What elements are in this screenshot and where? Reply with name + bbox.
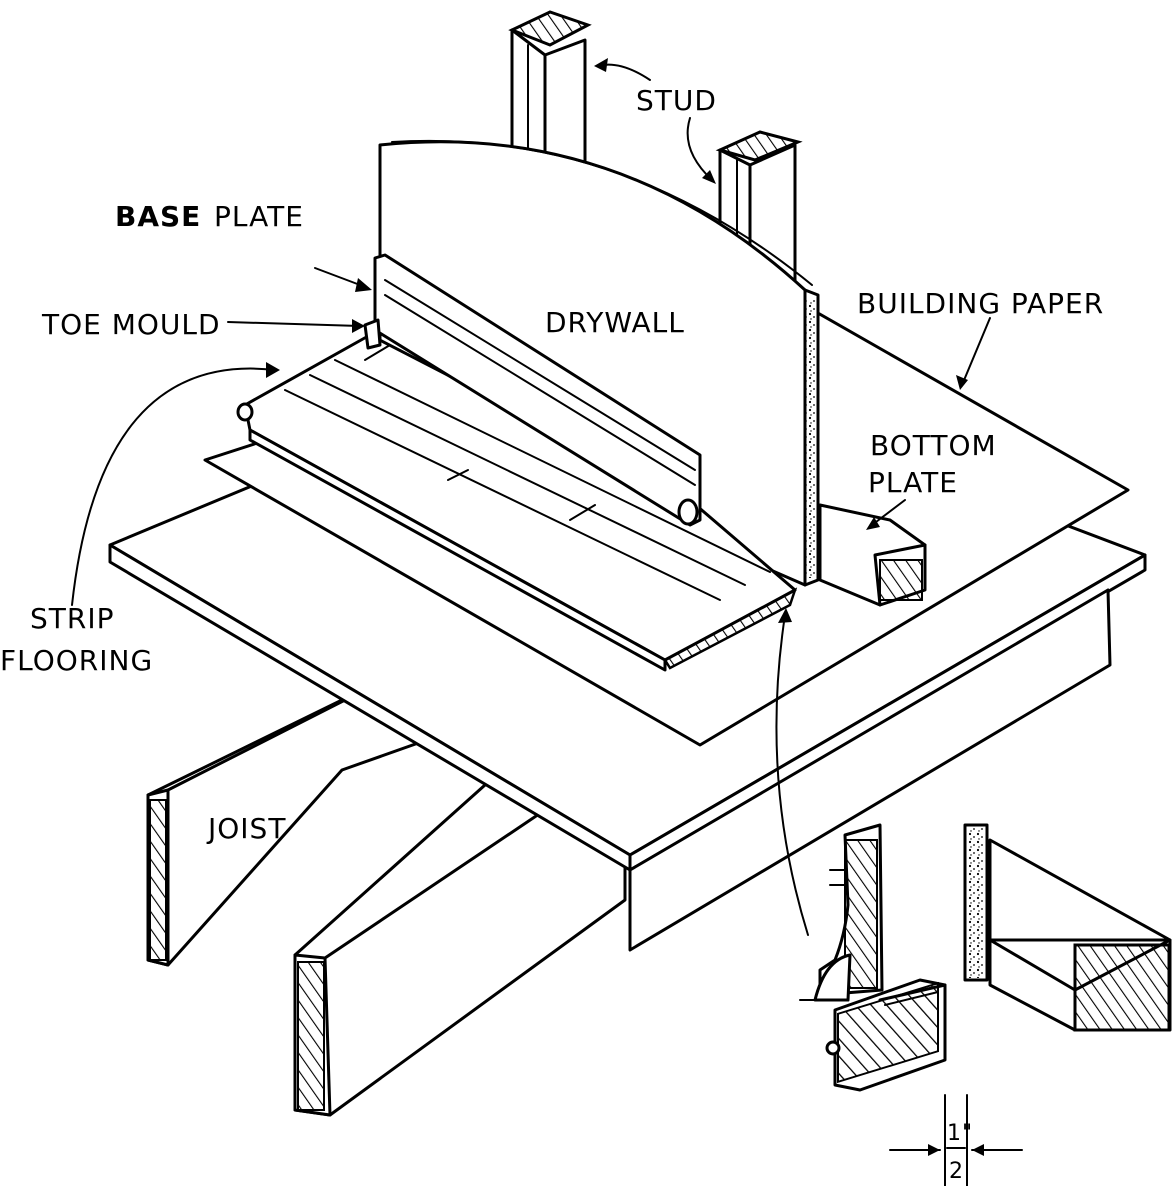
section-detail (799, 823, 1172, 1187)
leader-stud-1 (594, 58, 651, 81)
toe-mould (363, 318, 382, 350)
label-plate: PLATE (214, 200, 304, 233)
strip-flooring (236, 333, 798, 672)
base-plate (373, 253, 702, 527)
label-base: BASE (115, 200, 201, 233)
dimension-numerator: 1" (947, 1121, 973, 1146)
label-joist: JOIST (206, 812, 286, 845)
joist-right (293, 753, 627, 1117)
leader-building-paper (956, 317, 991, 390)
label-strip: STRIP (30, 602, 114, 635)
leader-strip-flooring (71, 362, 280, 606)
bottom-plate (818, 503, 927, 607)
label-toe-mould: TOE MOULD (41, 308, 221, 341)
label-flooring: FLOORING (0, 644, 153, 677)
label-drywall: DRYWALL (545, 306, 685, 339)
leader-base-plate (314, 267, 372, 292)
leader-toe-mould (227, 319, 365, 333)
dimension-denominator: 2 (949, 1159, 964, 1184)
label-stud: STUD (636, 84, 717, 117)
label-bottom-plate-2: PLATE (868, 466, 958, 499)
leader-detail (775, 608, 809, 936)
label-bottom-plate-1: BOTTOM (870, 429, 997, 462)
leader-stud-2 (686, 117, 716, 184)
leader-bottom-plate (866, 499, 906, 530)
label-building-paper: BUILDING PAPER (857, 287, 1104, 320)
